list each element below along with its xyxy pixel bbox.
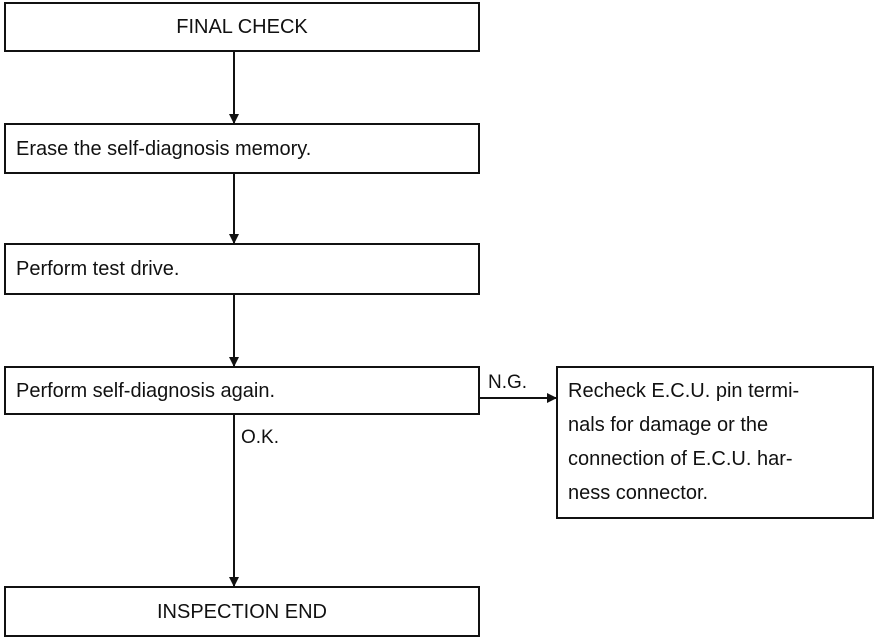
erase-memory-box: Erase the self-diagnosis memory. bbox=[4, 123, 480, 174]
ok-label: O.K. bbox=[241, 427, 280, 448]
final-check-text: FINAL CHECK bbox=[176, 16, 308, 38]
recheck-box: Recheck E.C.U. pin termi- nals for damag… bbox=[556, 366, 874, 519]
test-drive-box: Perform test drive. bbox=[4, 243, 480, 295]
inspection-end-text: INSPECTION END bbox=[156, 600, 328, 623]
test-drive-text: Perform test drive. bbox=[16, 258, 180, 280]
final-check-box: FINAL CHECK bbox=[4, 2, 480, 52]
recheck-line: ness connector. bbox=[568, 482, 709, 504]
inspection-end-box: INSPECTION END bbox=[4, 586, 480, 637]
erase-memory-text: Erase the self-diagnosis memory. bbox=[16, 137, 312, 160]
recheck-line: nals for damage or the bbox=[568, 414, 769, 436]
self-diagnosis-text: Perform self-diagnosis again. bbox=[16, 379, 276, 402]
self-diagnosis-box: Perform self-diagnosis again. bbox=[4, 366, 480, 415]
ng-label: N.G. bbox=[488, 372, 528, 393]
recheck-line: Recheck E.C.U. pin termi- bbox=[568, 380, 800, 402]
recheck-line: connection of E.C.U. har- bbox=[568, 448, 793, 470]
